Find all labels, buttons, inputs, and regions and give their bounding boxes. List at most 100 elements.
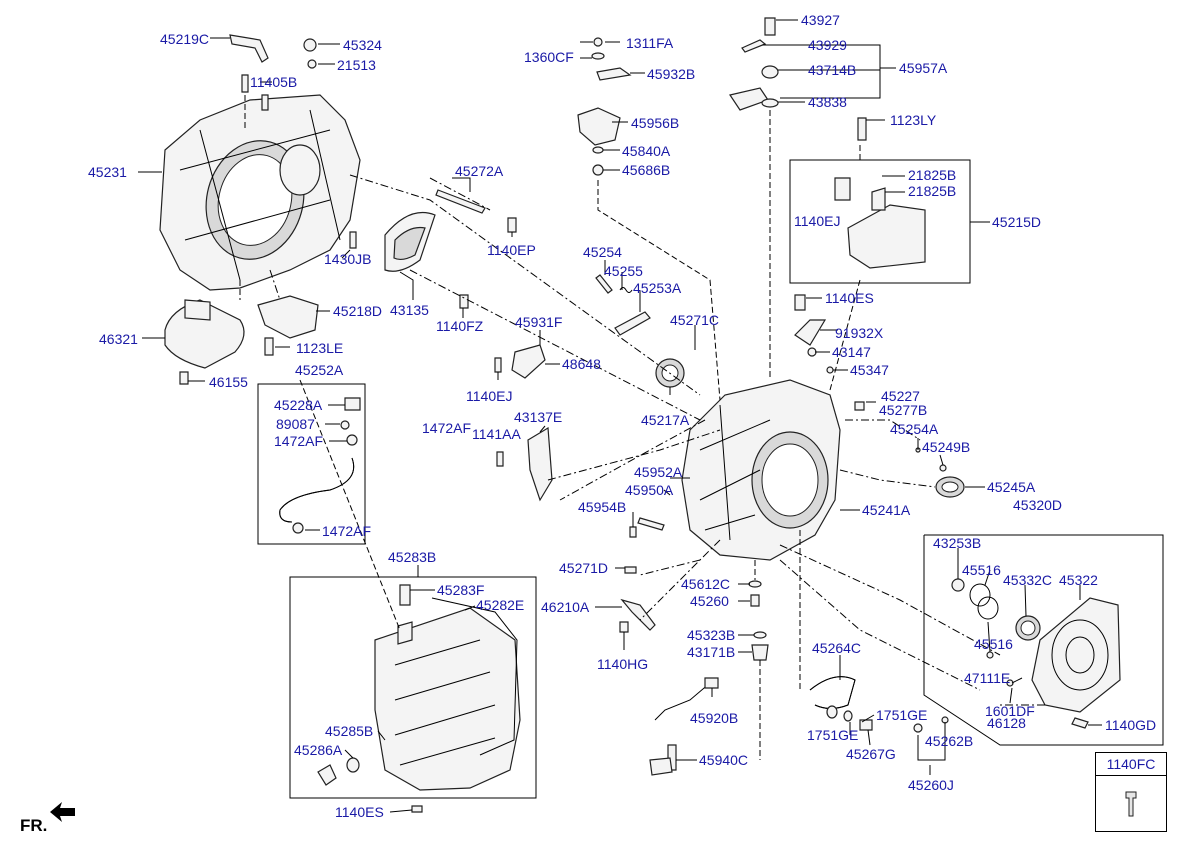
part-label-1141AA[interactable]: 1141AA [472,426,521,442]
part-label-45217A[interactable]: 45217A [641,412,690,428]
part-label-1311FA[interactable]: 1311FA [626,35,674,51]
part-label-45320D[interactable]: 45320D [1013,497,1063,513]
part-label-1430JB[interactable]: 1430JB [324,251,372,267]
part-label-45957A[interactable]: 45957A [899,60,948,76]
part-label-45252A[interactable]: 45252A [295,362,344,378]
part-label-45272A[interactable]: 45272A [455,163,504,179]
part-label-43137E[interactable]: 43137E [514,409,563,425]
part-label-45215D[interactable]: 45215D [992,214,1042,230]
converter-housing [159,94,361,291]
part-label-46321[interactable]: 46321 [99,331,138,347]
part-label-45956B[interactable]: 45956B [631,115,680,131]
part-label-45264C[interactable]: 45264C [812,640,862,656]
part-label-45931F[interactable]: 45931F [515,314,563,330]
part-label-1140HG[interactable]: 1140HG [597,656,649,672]
part-label-46155[interactable]: 46155 [209,374,248,390]
part-label-1140EJ[interactable]: 1140EJ [466,388,513,404]
part-label-45920B[interactable]: 45920B [690,710,739,726]
part-label-45516[interactable]: 45516 [974,636,1013,652]
part-label-45952A[interactable]: 45952A [634,464,683,480]
part-label-1601DF[interactable]: 1601DF [985,703,1035,719]
part-label-45260J[interactable]: 45260J [908,777,954,793]
part-label-45347[interactable]: 45347 [850,362,889,378]
part-label-46210A[interactable]: 46210A [541,599,590,615]
part-label-43135[interactable]: 43135 [390,302,429,318]
part-label-45227[interactable]: 45227 [881,388,920,404]
leader-lines [138,19,1131,813]
part-label-21513[interactable]: 21513 [337,57,376,73]
part-label-45271C[interactable]: 45271C [670,312,720,328]
part-label-45249B[interactable]: 45249B [922,439,971,455]
part-label-45286A[interactable]: 45286A [294,742,343,758]
part-label-45954B[interactable]: 45954B [578,499,627,515]
part-label-45262B[interactable]: 45262B [925,733,974,749]
part-label-45285B[interactable]: 45285B [325,723,374,739]
part-label-45245A[interactable]: 45245A [987,479,1036,495]
part-label-45218D[interactable]: 45218D [333,303,383,319]
part-label-45267G[interactable]: 45267G [846,746,896,762]
part-label-43929[interactable]: 43929 [808,37,847,53]
part-label-43253B[interactable]: 43253B [933,535,982,551]
bolt-icon [1125,791,1137,817]
part-label-43171B[interactable]: 43171B [687,644,736,660]
part-label-47111E[interactable]: 47111E [964,670,1011,686]
part-label-1472AF[interactable]: 1472AF [322,523,372,539]
part-label-1123LE[interactable]: 1123LE [296,340,344,356]
part-label-1360CF[interactable]: 1360CF [524,49,574,65]
part-label-45840A[interactable]: 45840A [622,143,671,159]
part-label-91932X[interactable]: 91932X [835,325,884,341]
part-label-45241A[interactable]: 45241A [862,502,911,518]
part-label-1140GD[interactable]: 1140GD [1105,717,1157,733]
part-label-43714B[interactable]: 43714B [808,62,857,78]
front-arrow-icon [50,802,75,822]
part-label-45324[interactable]: 45324 [343,37,382,53]
part-label-43838[interactable]: 43838 [808,94,847,110]
part-label-45254[interactable]: 45254 [583,244,622,260]
part-label-45277B[interactable]: 45277B [879,402,928,418]
part-label-21825B[interactable]: 21825B [908,183,957,199]
part-label-45940C[interactable]: 45940C [699,752,749,768]
part-label-45219C[interactable]: 45219C [160,31,210,47]
assembly-lines [239,95,1045,760]
part-label-45253A[interactable]: 45253A [633,280,682,296]
part-label-48648[interactable]: 48648 [562,356,601,372]
part-label-1751GE[interactable]: 1751GE [876,707,928,723]
part-label-45612C[interactable]: 45612C [681,576,731,592]
part-label-1472AF[interactable]: 1472AF [274,433,324,449]
part-label-45323B[interactable]: 45323B [687,627,736,643]
part-label-45260[interactable]: 45260 [690,593,729,609]
part-label-46128[interactable]: 46128 [987,715,1026,731]
part-label-43147[interactable]: 43147 [832,344,871,360]
part-label-1140EJ[interactable]: 1140EJ [794,213,841,229]
part-label-1140ES[interactable]: 1140ES [335,804,384,820]
part-label-45283F[interactable]: 45283F [437,582,485,598]
part-label-45254A[interactable]: 45254A [890,421,939,437]
part-label-43927[interactable]: 43927 [801,12,840,28]
oil-pan [374,584,521,791]
part-label-45282E[interactable]: 45282E [476,597,525,613]
part-label-45516[interactable]: 45516 [962,562,1001,578]
part-label-1140EP[interactable]: 1140EP [487,242,536,258]
part-label-1140FZ[interactable]: 1140FZ [436,318,484,334]
part-label-11405B[interactable]: 11405B [250,74,298,90]
part-label-89087[interactable]: 89087 [276,416,315,432]
part-label-45686B[interactable]: 45686B [622,162,671,178]
part-label-45228A[interactable]: 45228A [274,397,323,413]
part-label-21825B[interactable]: 21825B [908,167,957,183]
part-label-45332C[interactable]: 45332C [1003,572,1053,588]
part-label-1123LY[interactable]: 1123LY [890,112,937,128]
part-label-1751GE[interactable]: 1751GE [807,727,859,743]
legend-box-label: 1140FC [1096,753,1166,776]
part-label-1140ES[interactable]: 1140ES [825,290,874,306]
part-label-45255[interactable]: 45255 [604,263,643,279]
part-label-1472AF[interactable]: 1472AF [422,420,472,436]
part-label-45932B[interactable]: 45932B [647,66,696,82]
part-label-45231[interactable]: 45231 [88,164,127,180]
part-label-45322[interactable]: 45322 [1059,572,1098,588]
part-label-45283B[interactable]: 45283B [388,549,437,565]
legend-box-1140fc[interactable]: 1140FC [1095,752,1167,832]
part-label-45271D[interactable]: 45271D [559,560,609,576]
part-label-45950A[interactable]: 45950A [625,482,674,498]
